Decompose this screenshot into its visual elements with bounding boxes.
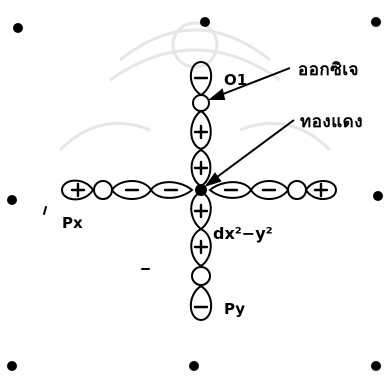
dot-bottom-right <box>371 361 381 371</box>
orbital-py-label: Py <box>224 300 246 318</box>
dot-mid-left <box>7 195 17 205</box>
orbital-dx2y2-label: dx²−y² <box>213 224 273 243</box>
copper-pointer-head <box>204 172 222 187</box>
o1-node <box>192 94 210 112</box>
dot-mid-right <box>373 191 383 201</box>
stray-mark-left <box>43 206 47 215</box>
dot-bottom-left <box>7 361 17 371</box>
copper-nucleus <box>195 184 207 196</box>
cu-lobe-left <box>149 181 194 199</box>
ox-node <box>287 180 307 200</box>
orbital-px-label: Px <box>62 214 83 232</box>
orbital-o1-label: O1 <box>224 71 248 89</box>
dot-top-left <box>13 23 23 33</box>
copper-label: ทองแดง <box>300 112 364 132</box>
ox-lobe-right <box>304 180 338 200</box>
dot-top-center <box>200 17 210 27</box>
px-node <box>93 180 113 200</box>
oxygen-label: ออกซิเจ <box>298 60 360 80</box>
watermark-emblem <box>58 21 332 152</box>
oxygen-pointer-line <box>217 67 291 97</box>
px-lobe-left <box>60 179 95 201</box>
corner-dots <box>7 17 383 371</box>
py-node <box>191 266 211 286</box>
o1-lobe-upper <box>189 60 213 97</box>
dot-top-right <box>371 17 381 27</box>
oxygen-pointer-head <box>208 88 226 100</box>
copper-pointer-line <box>212 119 295 181</box>
py-lobe-lower <box>189 284 213 322</box>
dot-bottom-center <box>189 361 199 371</box>
